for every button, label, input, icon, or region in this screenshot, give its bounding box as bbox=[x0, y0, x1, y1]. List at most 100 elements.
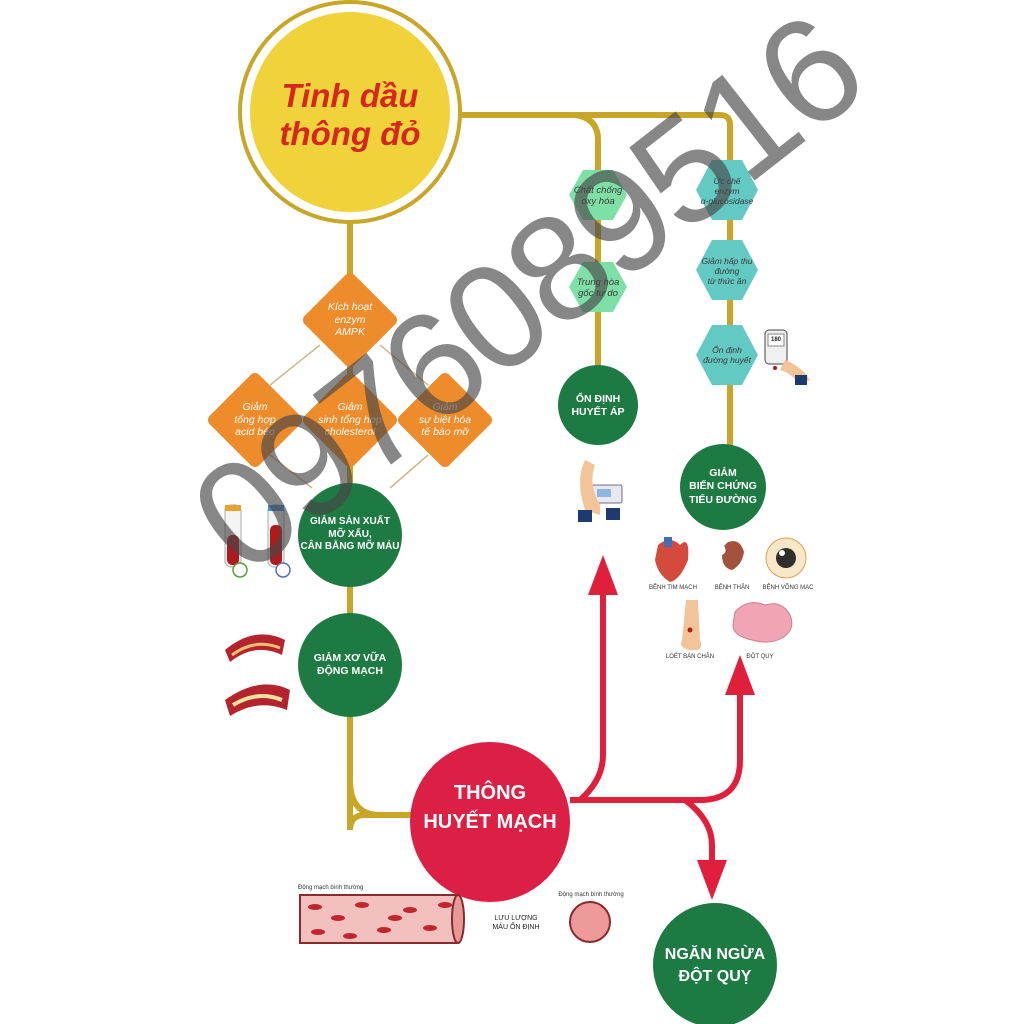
diabetes-label: GIẢM BIẾN CHỨNG TIỂU ĐƯỜNG bbox=[680, 462, 766, 512]
red-arrowheads bbox=[588, 555, 755, 900]
reduce-chol-line1: Giảm bbox=[337, 401, 363, 414]
ampk-line1: Kích hoạt bbox=[327, 301, 373, 314]
gold-connectors bbox=[347, 112, 733, 831]
stroke-circle bbox=[653, 903, 777, 1024]
fat-balance-line2: MỠ XẤU, bbox=[328, 528, 372, 540]
foot-ulcer-icon bbox=[681, 600, 702, 651]
free-radical-label: Trung hòa gốc tự do bbox=[566, 274, 630, 302]
flow-line1: LƯU LƯỢNG bbox=[494, 914, 538, 922]
blood-pressure-monitor-icon bbox=[578, 460, 623, 522]
stroke-line1: NGĂN NGỪA bbox=[664, 945, 766, 963]
reduce-chol-label: Giảm sinh tổng hợp cholesterol bbox=[307, 397, 393, 443]
free-radical-line1: Trung hòa bbox=[576, 276, 620, 288]
blood-sugar-line1: Ổn định bbox=[712, 344, 742, 355]
fat-balance-line3: CÂN BẰNG MỠ MÁU bbox=[300, 541, 400, 553]
flow-line2: MÁU ỔN ĐỊNH bbox=[492, 924, 540, 931]
blood-pressure-label: ỔN ĐỊNH HUYẾT ÁP bbox=[560, 390, 636, 422]
free-radical-line2: gốc tự do bbox=[578, 288, 618, 299]
reduce-acid-line2: tổng hợp bbox=[234, 413, 276, 426]
blood-sugar-label: Ổn định đường huyết bbox=[693, 341, 761, 369]
antioxidant-label: Chất chống oxy hóa bbox=[566, 182, 630, 210]
chol-diamond bbox=[302, 372, 398, 468]
blood-pressure-line2: HUYẾT ÁP bbox=[571, 406, 625, 418]
reduce-acid-label: Giảm tổng hợp acid béo bbox=[215, 397, 295, 443]
stroke-line2: ĐỘT QUỴ bbox=[678, 968, 752, 985]
retina-caption: BỆNH VÕNG MẠC bbox=[762, 585, 814, 591]
antioxidant-hex bbox=[569, 170, 627, 220]
kidney-caption: BỆNH THẬN bbox=[714, 585, 750, 591]
reduce-fat-label: Giảm sự biệt hóa tế bào mỡ bbox=[405, 397, 485, 443]
diabetes-line2: BIẾN CHỨNG bbox=[689, 480, 757, 493]
brain-organ-icon bbox=[732, 602, 793, 643]
reduce-acid-line3: acid béo bbox=[235, 426, 275, 439]
enzyme-line3: α-glucosidase bbox=[700, 196, 754, 207]
diabetes-circle bbox=[680, 444, 766, 530]
circulation-label: THÔNG HUYẾT MẠCH bbox=[415, 772, 565, 844]
reduce-chol-line2: sinh tổng hợp bbox=[318, 413, 382, 426]
fat-balance-circle bbox=[298, 483, 402, 587]
diabetes-line3: TIỂU ĐƯỜNG bbox=[689, 493, 757, 506]
green-circles bbox=[298, 365, 777, 1024]
eye-organ-icon bbox=[765, 537, 807, 579]
title-text: Tinh dầu thông đỏ bbox=[255, 72, 445, 157]
brain-caption: ĐỘT QUỴ bbox=[746, 654, 774, 660]
artery-plaque-icon bbox=[225, 634, 290, 716]
ampk-diamond bbox=[302, 272, 398, 368]
normal-artery-caption: Động mạch bình thường bbox=[298, 885, 364, 891]
free-radical-hex bbox=[569, 262, 627, 312]
blood-sugar-line2: đường huyết bbox=[703, 355, 751, 365]
acid-diamond bbox=[207, 372, 303, 468]
meter-reading: 180 bbox=[770, 337, 781, 343]
reduce-acid-line1: Giảm bbox=[242, 401, 268, 414]
absorb-label: Giảm hấp thu đường từ thức ăn bbox=[693, 252, 761, 290]
blood-sugar-hex bbox=[696, 325, 758, 385]
stroke-label: NGĂN NGỪA ĐỘT QUỴ bbox=[655, 940, 775, 992]
glucose-meter-icon bbox=[764, 329, 810, 385]
title-circle bbox=[250, 12, 450, 212]
fat-diamond bbox=[397, 372, 493, 468]
flow-label: LƯU LƯỢNG MÁU ỔN ĐỊNH bbox=[476, 912, 556, 934]
reduce-fat-line1: Giảm bbox=[432, 401, 458, 414]
foot-caption: LOÉT BÀN CHÂN bbox=[665, 654, 715, 660]
antioxidant-line1: Chất chống bbox=[573, 184, 623, 196]
atherosclerosis-line1: GIẢM XƠ VỮA bbox=[313, 651, 387, 664]
absorb-line3: từ thức ăn bbox=[707, 276, 747, 287]
reduce-fat-line3: tế bào mỡ bbox=[421, 426, 469, 439]
test-tubes-icon bbox=[224, 504, 291, 578]
teal-hexagons bbox=[696, 160, 758, 385]
enzyme-line2: enzym bbox=[714, 185, 740, 196]
enzyme-label: Ức chế enzym α-glucosidase bbox=[693, 172, 761, 210]
absorb-hex bbox=[696, 240, 758, 300]
enzyme-line1: Ức chế bbox=[713, 175, 741, 186]
reduce-fat-line2: sự biệt hóa bbox=[418, 413, 472, 426]
ampk-label: Kích hoạt enzym AMPK bbox=[310, 297, 390, 343]
antioxidant-line2: oxy hóa bbox=[581, 196, 615, 207]
enzyme-hex bbox=[696, 160, 758, 220]
heart-organ-icon bbox=[655, 537, 689, 582]
atherosclerosis-label: GIẢM XƠ VỮA ĐỘNG MẠCH bbox=[300, 648, 400, 682]
title-line1: Tinh dầu bbox=[281, 76, 419, 114]
title-line2: thông đỏ bbox=[279, 114, 421, 152]
fat-balance-label: GIẢM SẢN XUẤT MỠ XẤU, CÂN BẰNG MỠ MÁU bbox=[298, 510, 402, 560]
normal-artery-caption-2: Động mạch bình thường bbox=[558, 892, 624, 898]
red-arrows bbox=[570, 590, 743, 880]
ampk-line3: AMPK bbox=[335, 326, 365, 339]
kidney-organ-icon bbox=[722, 541, 744, 570]
circulation-circle bbox=[410, 742, 570, 902]
absorb-line1: Giảm hấp thu bbox=[701, 255, 753, 266]
blood-pressure-circle bbox=[558, 365, 638, 445]
mint-hexagons bbox=[569, 170, 627, 312]
diabetes-line1: GIẢM bbox=[709, 467, 737, 480]
absorb-line2: đường bbox=[714, 265, 740, 276]
fat-balance-line1: GIẢM SẢN XUẤT bbox=[310, 516, 390, 528]
vessel-diagram bbox=[299, 894, 611, 944]
blood-pressure-line1: ỔN ĐỊNH bbox=[575, 392, 621, 405]
heart-caption: BỆNH TIM MẠCH bbox=[649, 585, 697, 591]
orange-diamonds bbox=[207, 272, 493, 468]
atherosclerosis-circle bbox=[298, 613, 402, 717]
circulation-line2: HUYẾT MẠCH bbox=[423, 811, 557, 833]
atherosclerosis-line2: ĐỘNG MẠCH bbox=[317, 665, 383, 677]
reduce-chol-line3: cholesterol bbox=[324, 426, 376, 439]
circulation-line1: THÔNG bbox=[453, 782, 527, 804]
